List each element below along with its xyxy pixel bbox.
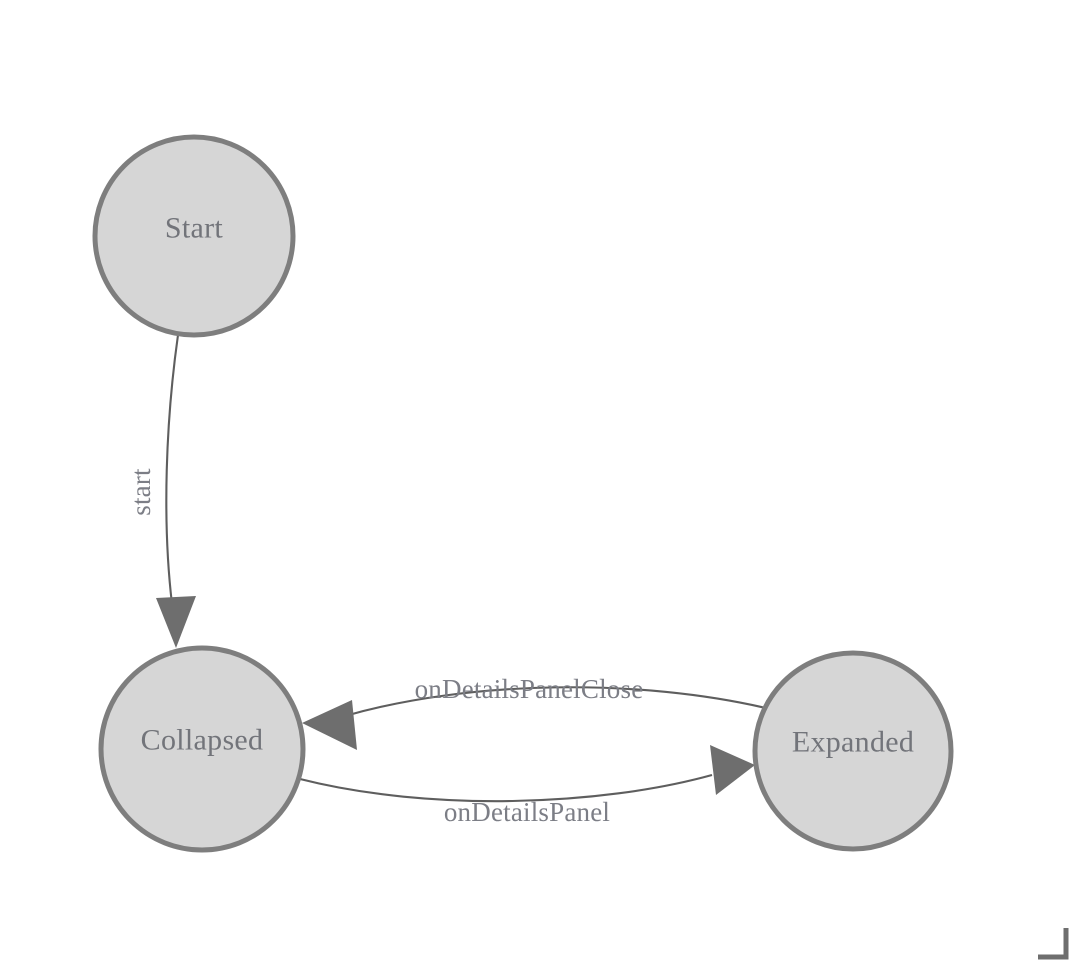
edge-start-to-collapsed[interactable]: start: [126, 334, 196, 648]
edge-start-to-collapsed-line: [165, 334, 180, 605]
edge-expanded-to-collapsed-line: [344, 686, 771, 718]
state-node-expanded-label: Expanded: [792, 726, 914, 759]
edge-expanded-to-collapsed-arrowhead: [302, 700, 357, 750]
state-node-collapsed[interactable]: Collapsed: [98, 645, 306, 853]
state-node-start-label: Start: [165, 212, 224, 245]
state-node-collapsed-circle: [98, 645, 306, 853]
edge-label-on-details-panel: onDetailsPanel: [444, 797, 610, 827]
edge-expanded-to-collapsed[interactable]: onDetailsPanelClose: [302, 674, 771, 750]
state-node-expanded-circle: [752, 650, 954, 852]
edge-collapsed-to-expanded-line: [299, 773, 713, 803]
state-node-collapsed-label: Collapsed: [141, 724, 264, 757]
edge-label-start: start: [126, 468, 156, 516]
resize-corner-bracket-icon[interactable]: [1038, 928, 1069, 960]
edge-collapsed-to-expanded[interactable]: onDetailsPanel: [299, 745, 755, 827]
edge-start-to-collapsed-arrowhead: [156, 596, 196, 648]
state-node-expanded[interactable]: Expanded: [752, 650, 954, 852]
state-node-start-circle: [92, 134, 296, 338]
edge-label-on-details-panel-close: onDetailsPanelClose: [415, 674, 644, 704]
state-node-start[interactable]: Start: [92, 134, 296, 338]
edge-collapsed-to-expanded-arrowhead: [710, 745, 755, 795]
